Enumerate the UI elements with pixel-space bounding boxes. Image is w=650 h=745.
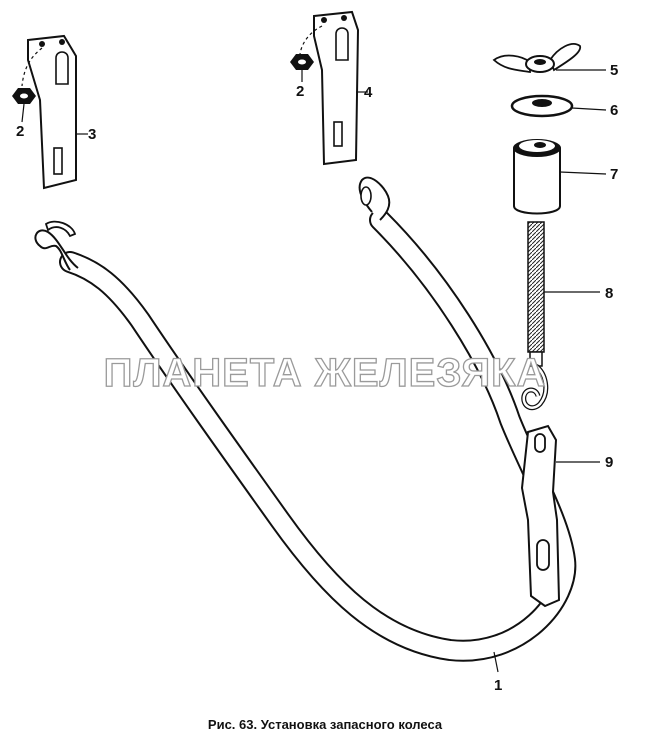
callout-6: 6 [610,102,618,119]
sleeve [513,139,561,215]
callout-3: 3 [88,126,96,143]
figure-caption: Рис. 63. Установка запасного колеса [207,717,443,732]
nut-left [12,47,43,104]
callout-4: 4 [364,84,373,101]
callout-5: 5 [610,62,618,79]
callout-2-left: 2 [16,123,24,140]
callout-8: 8 [605,285,613,302]
wing-nut [492,43,582,74]
callout-1: 1 [494,677,502,694]
callout-2-right: 2 [296,83,304,100]
nut-right [290,25,323,70]
callout-7: 7 [610,166,618,183]
hook-bolt [521,221,549,411]
watermark-text: ПЛАНЕТА ЖЕЛЕЗЯКА [104,351,547,395]
washer [510,94,574,118]
spare-wheel-strap [34,176,577,662]
bracket-right [313,10,360,166]
leader-lines [21,69,607,673]
clamp-plate [520,424,561,608]
callout-9: 9 [605,454,613,471]
bracket-left [27,34,77,190]
